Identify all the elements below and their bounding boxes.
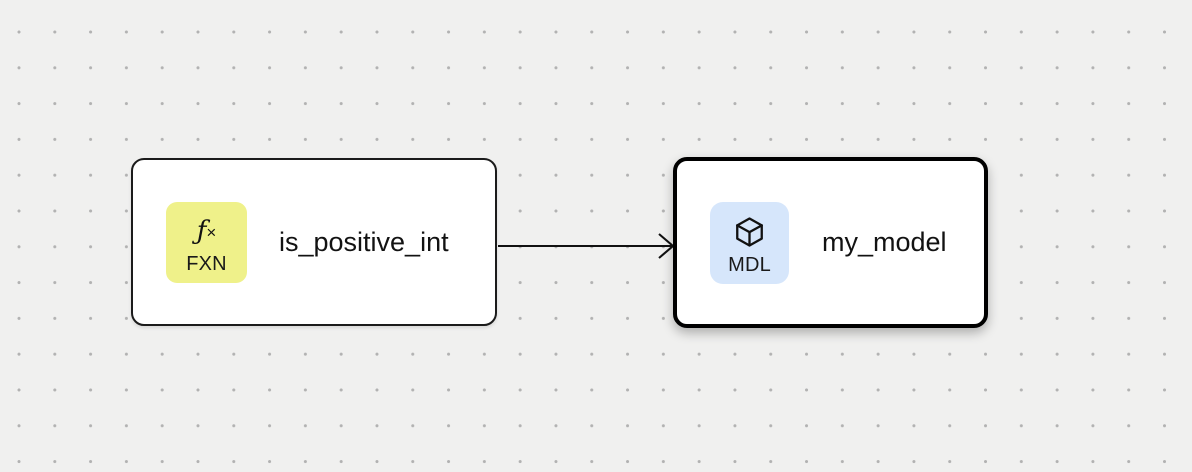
node-type-label: FXN xyxy=(186,253,227,275)
node-is_positive_int[interactable]: ƒ× FXN is_positive_int xyxy=(131,158,497,326)
fx-icon-x: × xyxy=(206,222,217,242)
node-my_model[interactable]: MDL my_model xyxy=(673,157,988,328)
fx-icon: ƒ× xyxy=(197,212,217,250)
cube-icon-svg xyxy=(736,216,763,247)
edge-arrowhead-icon xyxy=(658,233,675,259)
edge-is_positive_int-to-my_model[interactable] xyxy=(498,233,675,259)
node-title: is_positive_int xyxy=(279,226,449,257)
fx-icon-f: ƒ xyxy=(196,216,207,246)
cube-icon xyxy=(733,213,766,251)
node-type-badge-mdl: MDL xyxy=(710,201,789,284)
node-type-label: MDL xyxy=(728,253,771,276)
node-type-badge-fxn: ƒ× FXN xyxy=(166,201,247,283)
node-title: my_model xyxy=(822,227,947,257)
